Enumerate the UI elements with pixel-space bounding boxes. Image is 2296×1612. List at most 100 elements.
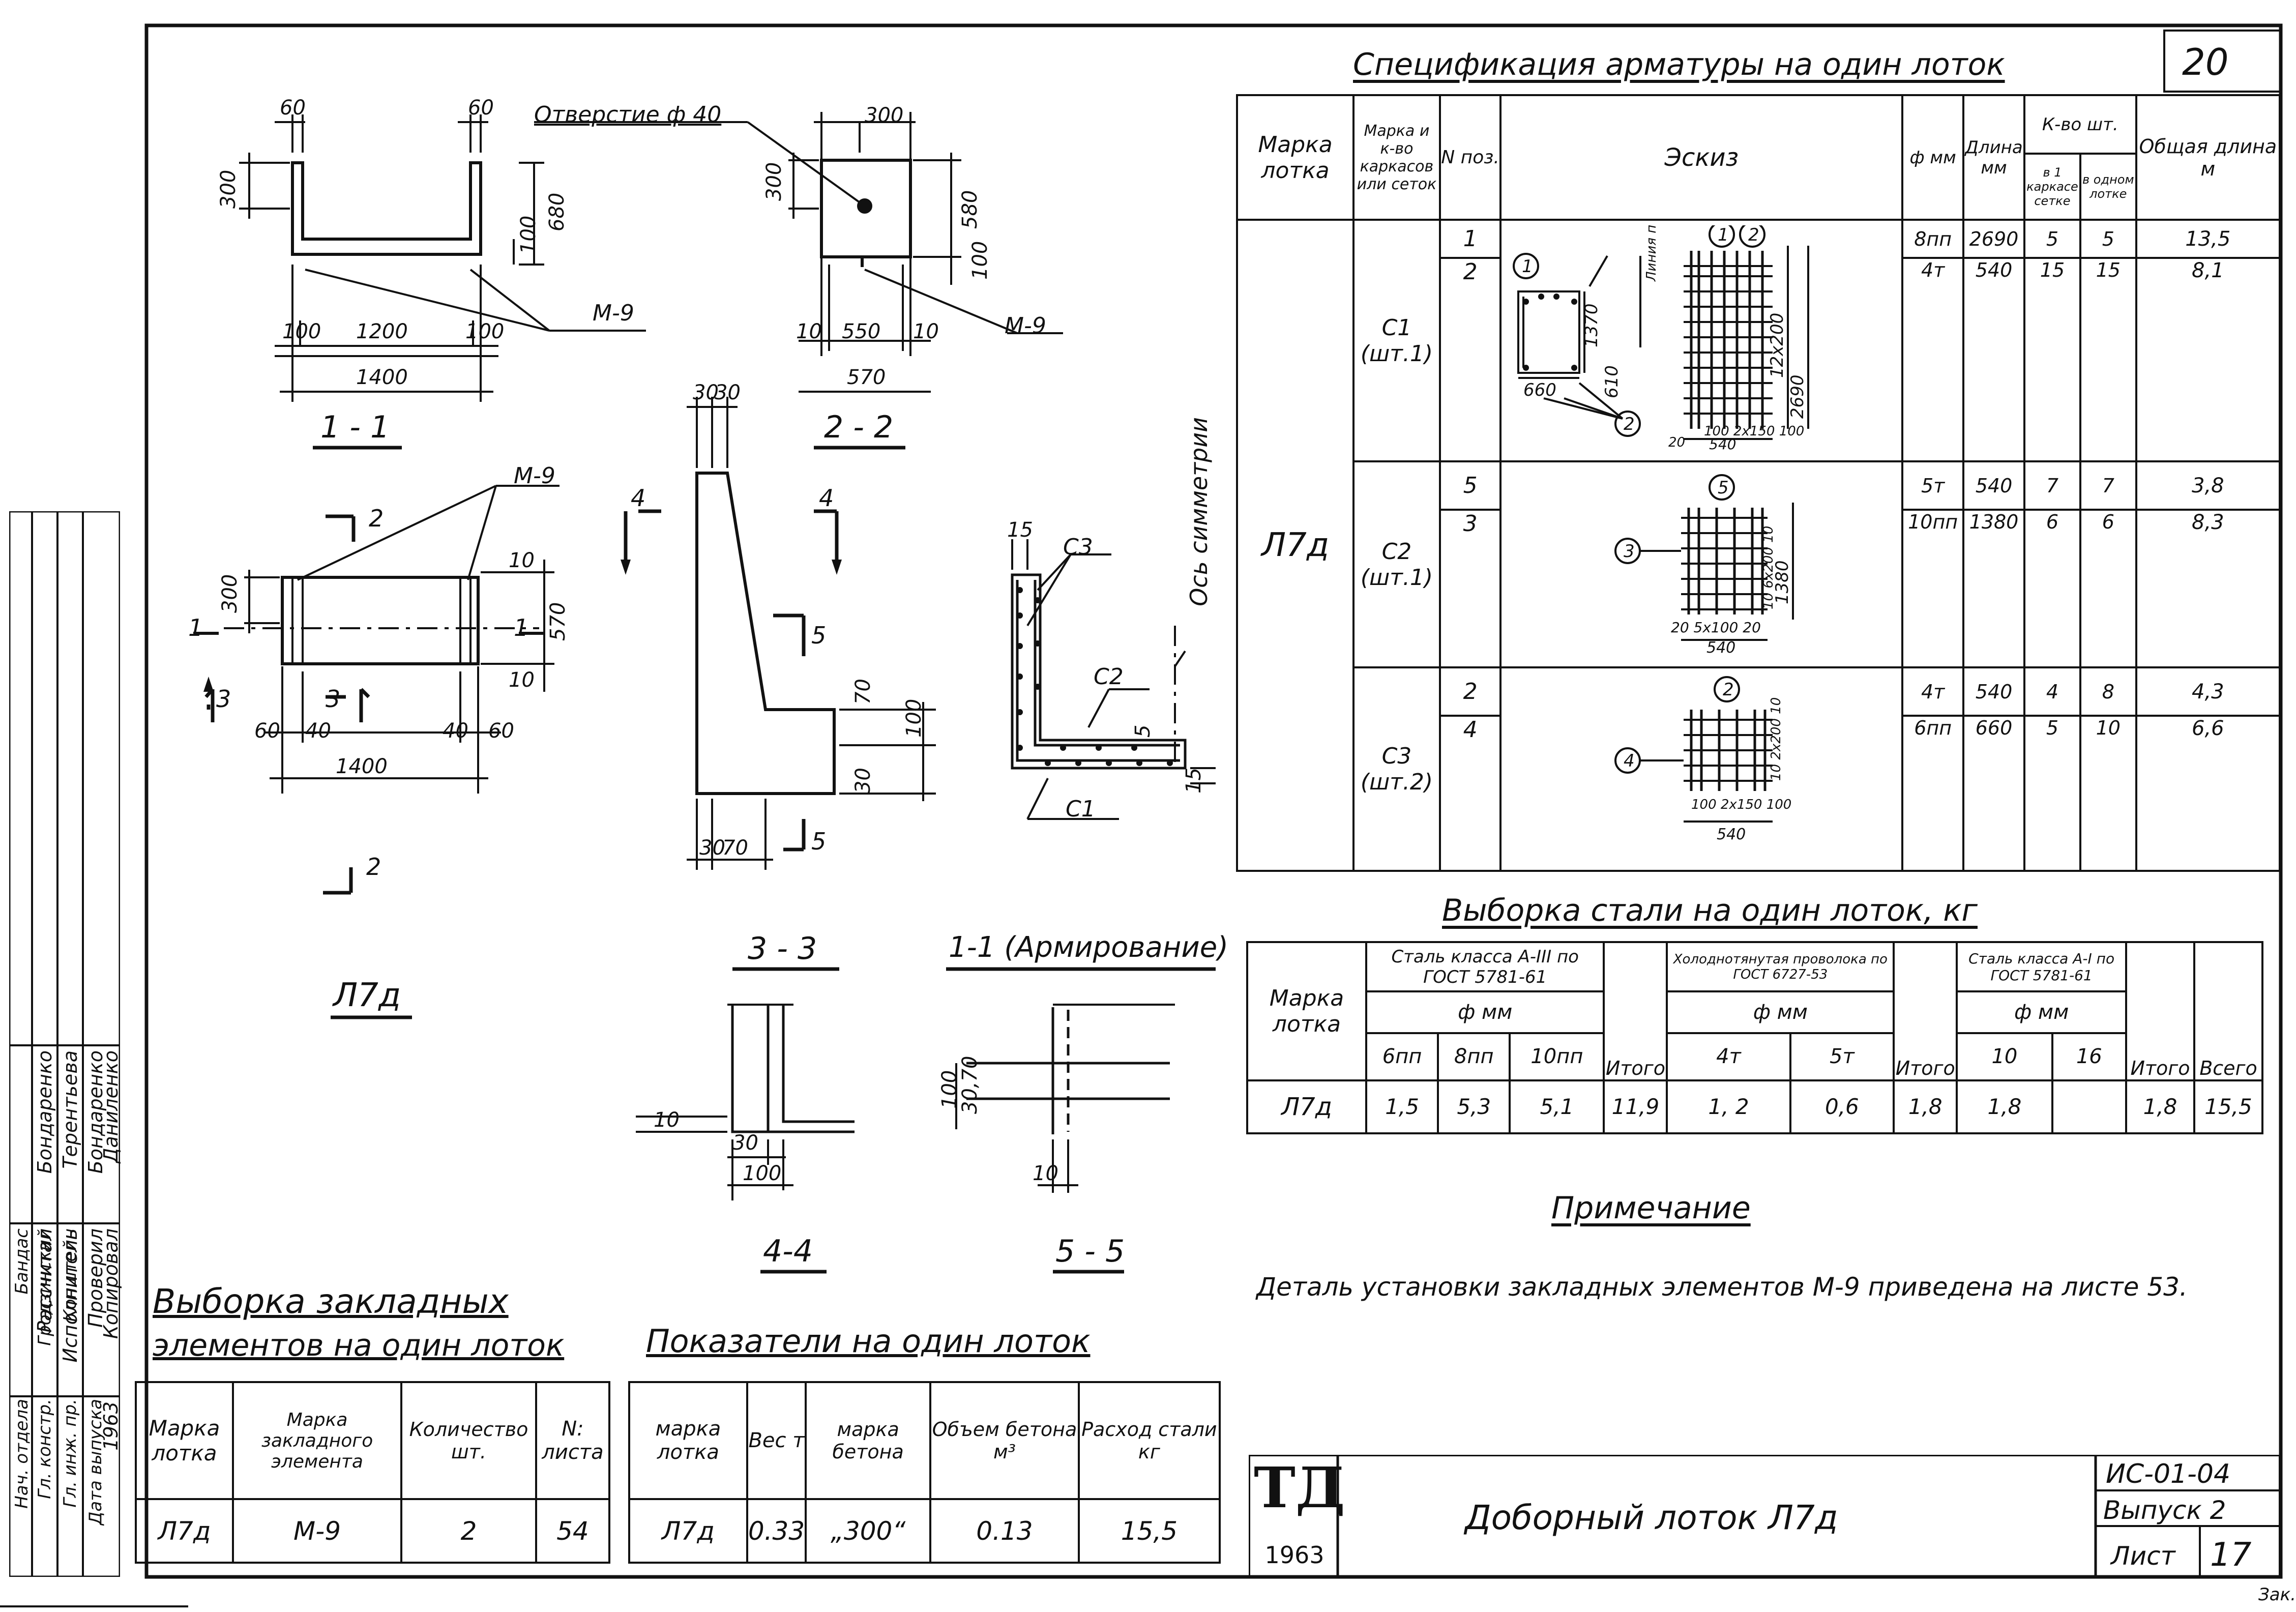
emb-cell: 54 bbox=[535, 1498, 611, 1564]
m9-label-1: М-9 bbox=[593, 300, 634, 326]
svg-text:100: 100 bbox=[902, 699, 926, 738]
spec-phi: 4т bbox=[1901, 257, 1965, 462]
steel-h-wire-total: Итого bbox=[1893, 941, 1958, 1081]
spec-len: 540 bbox=[1962, 666, 2025, 717]
steel-cell: 1,8 bbox=[1893, 1079, 1958, 1135]
svg-text:300: 300 bbox=[865, 104, 903, 127]
svg-text:4: 4 bbox=[819, 484, 834, 512]
embedded-title-1: Выборка закладных bbox=[153, 1282, 509, 1321]
svg-text:30: 30 bbox=[732, 1131, 758, 1155]
spec-h-qty: К-во шт. bbox=[2023, 94, 2137, 155]
svg-text:100 2x150 100: 100 2x150 100 bbox=[1691, 797, 1791, 812]
spec-h-sketch: Эскиз bbox=[1499, 94, 1904, 221]
spec-total: 3,8 bbox=[2135, 460, 2281, 511]
steel-cell: 5,1 bbox=[1509, 1079, 1605, 1135]
steel-h-a3-total: Итого bbox=[1603, 941, 1668, 1081]
spec-total: 8,3 bbox=[2135, 509, 2281, 668]
steel-h-phi-a3: ф мм bbox=[1365, 990, 1605, 1034]
svg-text:60: 60 bbox=[488, 719, 514, 743]
svg-text:300: 300 bbox=[217, 170, 240, 209]
spec-pos: 1 bbox=[1438, 219, 1502, 259]
svg-text:1: 1 bbox=[514, 614, 528, 641]
svg-text:610: 610 bbox=[1602, 365, 1622, 398]
stamp-role-2: Гл. констр. bbox=[35, 1399, 55, 1499]
svg-text:100: 100 bbox=[743, 1162, 781, 1185]
m9-label-2: М-9 bbox=[1005, 313, 1046, 339]
steel-table: Марка лотка Сталь класса А-III по ГОСТ 5… bbox=[1246, 941, 2263, 1135]
steel-col: 16 bbox=[2051, 1032, 2128, 1081]
spec-total: 8,1 bbox=[2135, 257, 2281, 462]
svg-text:60: 60 bbox=[468, 96, 494, 120]
spec-len: 540 bbox=[1962, 460, 2025, 511]
spec-qa: 8 bbox=[2079, 666, 2137, 717]
steel-row-mark: Л7д bbox=[1246, 1079, 1367, 1135]
mesh-c3-label: С3 bbox=[1063, 534, 1093, 560]
steel-cell: 1, 2 bbox=[1666, 1079, 1791, 1135]
spec-len: 2690 bbox=[1962, 219, 2025, 259]
spec-len: 1380 bbox=[1962, 509, 2025, 668]
spec-q1: 7 bbox=[2023, 460, 2081, 511]
mesh-c1-label: С1 bbox=[1066, 796, 1096, 822]
stamp-role-4: Дата выпуска bbox=[85, 1399, 106, 1526]
spec-table: Марка лотка Марка и к-во каркасов или се… bbox=[1235, 94, 2281, 872]
svg-text:5: 5 bbox=[1718, 478, 1729, 498]
svg-text:40: 40 bbox=[443, 719, 468, 743]
svg-text:10: 10 bbox=[796, 320, 822, 343]
svg-text:30: 30 bbox=[851, 768, 875, 794]
corner-mark: Зак. bbox=[2258, 1585, 2296, 1605]
spec-q1: 15 bbox=[2023, 257, 2081, 462]
emb-cell: М-9 bbox=[231, 1498, 403, 1564]
svg-text:30: 30 bbox=[715, 381, 741, 404]
ind-h: марка бетона bbox=[805, 1381, 932, 1500]
spec-qa: 15 bbox=[2079, 257, 2137, 462]
svg-text:1400: 1400 bbox=[356, 366, 408, 389]
svg-text:3: 3 bbox=[326, 685, 340, 713]
svg-text:10: 10 bbox=[1033, 1162, 1058, 1185]
emb-h: Марка лотка bbox=[135, 1381, 234, 1500]
spec-h-total-len: Общая длина м bbox=[2135, 94, 2281, 221]
svg-text:5: 5 bbox=[1131, 725, 1155, 738]
note-title: Примечание bbox=[1551, 1190, 1751, 1226]
svg-text:100 2x150 100: 100 2x150 100 bbox=[1704, 424, 1804, 439]
sheet-number-top: 20 bbox=[2182, 41, 2229, 83]
svg-text:1370: 1370 bbox=[1581, 303, 1602, 347]
steel-h-phi-a1: ф мм bbox=[1956, 990, 2127, 1034]
spec-phi: 5т bbox=[1901, 460, 1965, 511]
steel-col: 10пп bbox=[1509, 1032, 1605, 1081]
steel-col: 8пп bbox=[1437, 1032, 1511, 1081]
spec-pos: 5 bbox=[1438, 460, 1502, 511]
section-2-2-title: 2 - 2 bbox=[824, 409, 894, 445]
ind-h: Вес т bbox=[746, 1381, 807, 1500]
spec-qa: 7 bbox=[2079, 460, 2137, 511]
steel-col: 6пп bbox=[1365, 1032, 1439, 1081]
spec-qa: 5 bbox=[2079, 219, 2137, 259]
ind-h: Объем бетона м³ bbox=[929, 1381, 1080, 1500]
svg-text:60: 60 bbox=[254, 719, 280, 743]
sheet-number: 17 bbox=[2210, 1536, 2252, 1574]
steel-cell: 0,6 bbox=[1789, 1079, 1895, 1135]
steel-cell: 1,8 bbox=[2125, 1079, 2195, 1135]
spec-pos: 4 bbox=[1438, 715, 1502, 872]
svg-text:10 2x200 10: 10 2x200 10 bbox=[1769, 697, 1784, 781]
svg-text:1: 1 bbox=[1522, 256, 1533, 277]
svg-text:1: 1 bbox=[1718, 225, 1729, 245]
svg-text:3: 3 bbox=[216, 685, 231, 713]
svg-text:2: 2 bbox=[1723, 680, 1734, 700]
svg-text:100: 100 bbox=[968, 241, 992, 280]
spec-h-phi: ф мм bbox=[1901, 94, 1965, 221]
steel-cell bbox=[2051, 1079, 2128, 1135]
left-stamp: Рассчитал Исполнитель Проверил Копировал… bbox=[9, 511, 122, 1577]
steel-h-a1-total: Итого bbox=[2125, 941, 2195, 1081]
svg-text:10: 10 bbox=[509, 668, 535, 692]
svg-text:580: 580 bbox=[958, 190, 982, 229]
svg-text:1380: 1380 bbox=[1772, 560, 1792, 604]
plan-title: Л7д bbox=[333, 977, 401, 1014]
svg-text:2: 2 bbox=[369, 505, 384, 532]
steel-cell: 11,9 bbox=[1603, 1079, 1668, 1135]
svg-text:2: 2 bbox=[1748, 225, 1759, 245]
spec-qa: 10 bbox=[2079, 715, 2137, 872]
spec-h-in1: в 1 каркасе сетке bbox=[2023, 153, 2081, 221]
embedded-title-2: элементов на один лоток bbox=[153, 1328, 565, 1363]
